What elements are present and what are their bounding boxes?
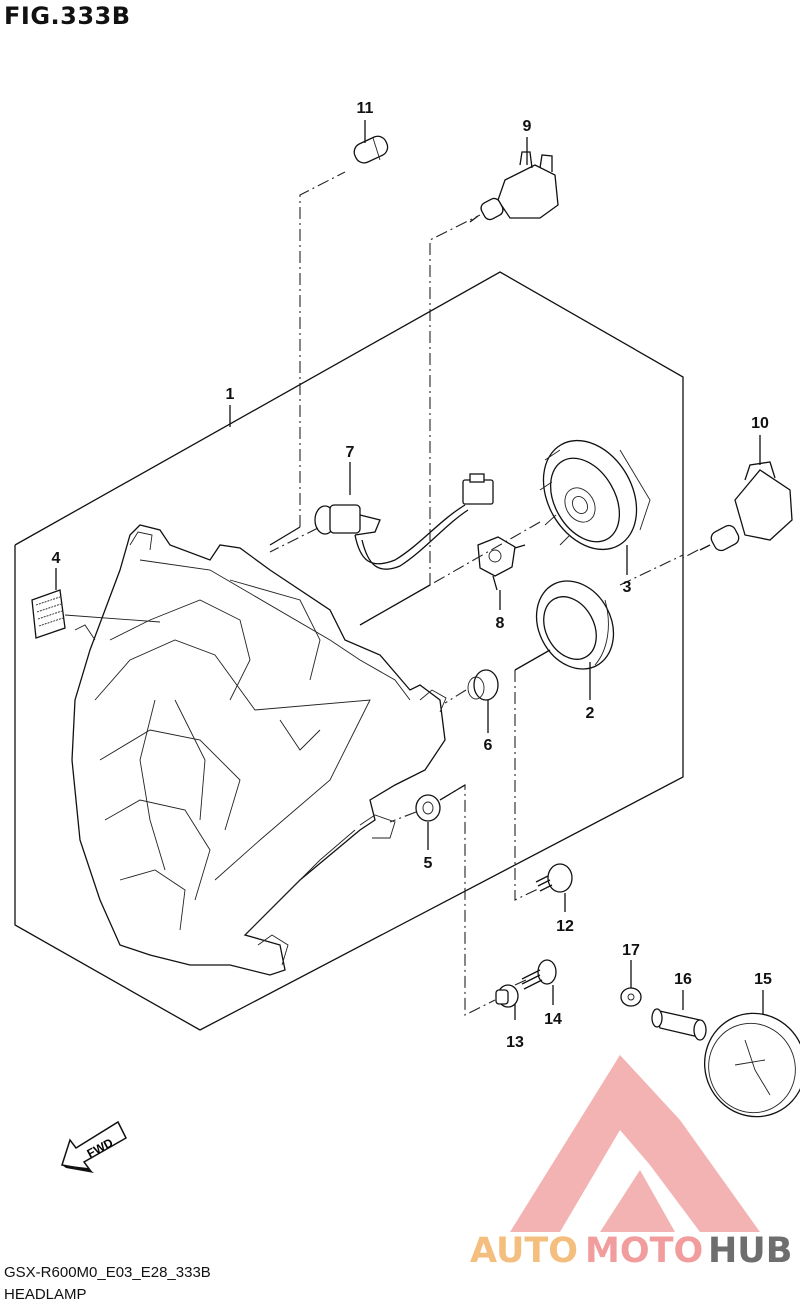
callout-6: 6 xyxy=(484,737,493,754)
callout-12: 12 xyxy=(556,918,574,935)
callout-14: 14 xyxy=(544,1011,562,1028)
part-9-bulb xyxy=(469,151,559,223)
callout-9: 9 xyxy=(523,118,532,135)
watermark-auto: AUTO xyxy=(470,1231,578,1271)
part-4-reflector xyxy=(31,589,161,639)
part-15-cap xyxy=(703,1012,800,1118)
part-7-socket-harness xyxy=(269,473,494,570)
part-8-position-holder xyxy=(477,536,526,591)
part-16-spacer xyxy=(651,1008,707,1041)
callout-15: 15 xyxy=(754,971,772,988)
part-11-bulb xyxy=(353,135,389,164)
callout-16: 16 xyxy=(674,971,692,988)
callout-10: 10 xyxy=(751,415,769,432)
callout-5: 5 xyxy=(424,855,433,872)
watermark-hub: HUB xyxy=(708,1231,792,1271)
part-5-grommet xyxy=(389,794,441,823)
part-10-bulb xyxy=(699,461,793,552)
part-12-screw xyxy=(535,863,573,893)
fwd-arrow: FWD xyxy=(61,1120,127,1173)
callout-4: 4 xyxy=(52,550,61,567)
figure-title: FIG.333B xyxy=(4,2,131,30)
headlamp-housing xyxy=(71,524,447,976)
part-3-cover xyxy=(539,439,651,551)
callout-3: 3 xyxy=(623,579,632,596)
watermark-text: AUTO MOTO HUB xyxy=(470,1231,792,1271)
watermark-moto: MOTO xyxy=(585,1231,703,1271)
callout-8: 8 xyxy=(496,615,505,632)
figure-code: GSX-R600M0_E03_E28_333B xyxy=(4,1264,211,1281)
part-13-collar xyxy=(495,984,519,1008)
callout-11: 11 xyxy=(357,100,374,117)
leader-lines xyxy=(55,120,764,1020)
connection-lines xyxy=(269,171,699,1016)
part-14-screw xyxy=(521,959,557,990)
callout-17: 17 xyxy=(622,942,640,959)
part-2-rubber-seal xyxy=(535,580,615,670)
figure-name: HEADLAMP xyxy=(4,1286,87,1303)
callout-1: 1 xyxy=(226,386,235,403)
part-17-washer xyxy=(620,987,642,1007)
callout-13: 13 xyxy=(506,1034,524,1051)
assembly-boundary xyxy=(14,271,684,1031)
callout-labels: 1 2 3 4 5 6 7 8 9 10 11 12 13 14 15 16 1… xyxy=(52,100,772,1051)
callout-7: 7 xyxy=(346,444,355,461)
callout-2: 2 xyxy=(586,705,595,722)
watermark-logo xyxy=(510,1055,760,1232)
part-6-grommet xyxy=(444,669,499,704)
